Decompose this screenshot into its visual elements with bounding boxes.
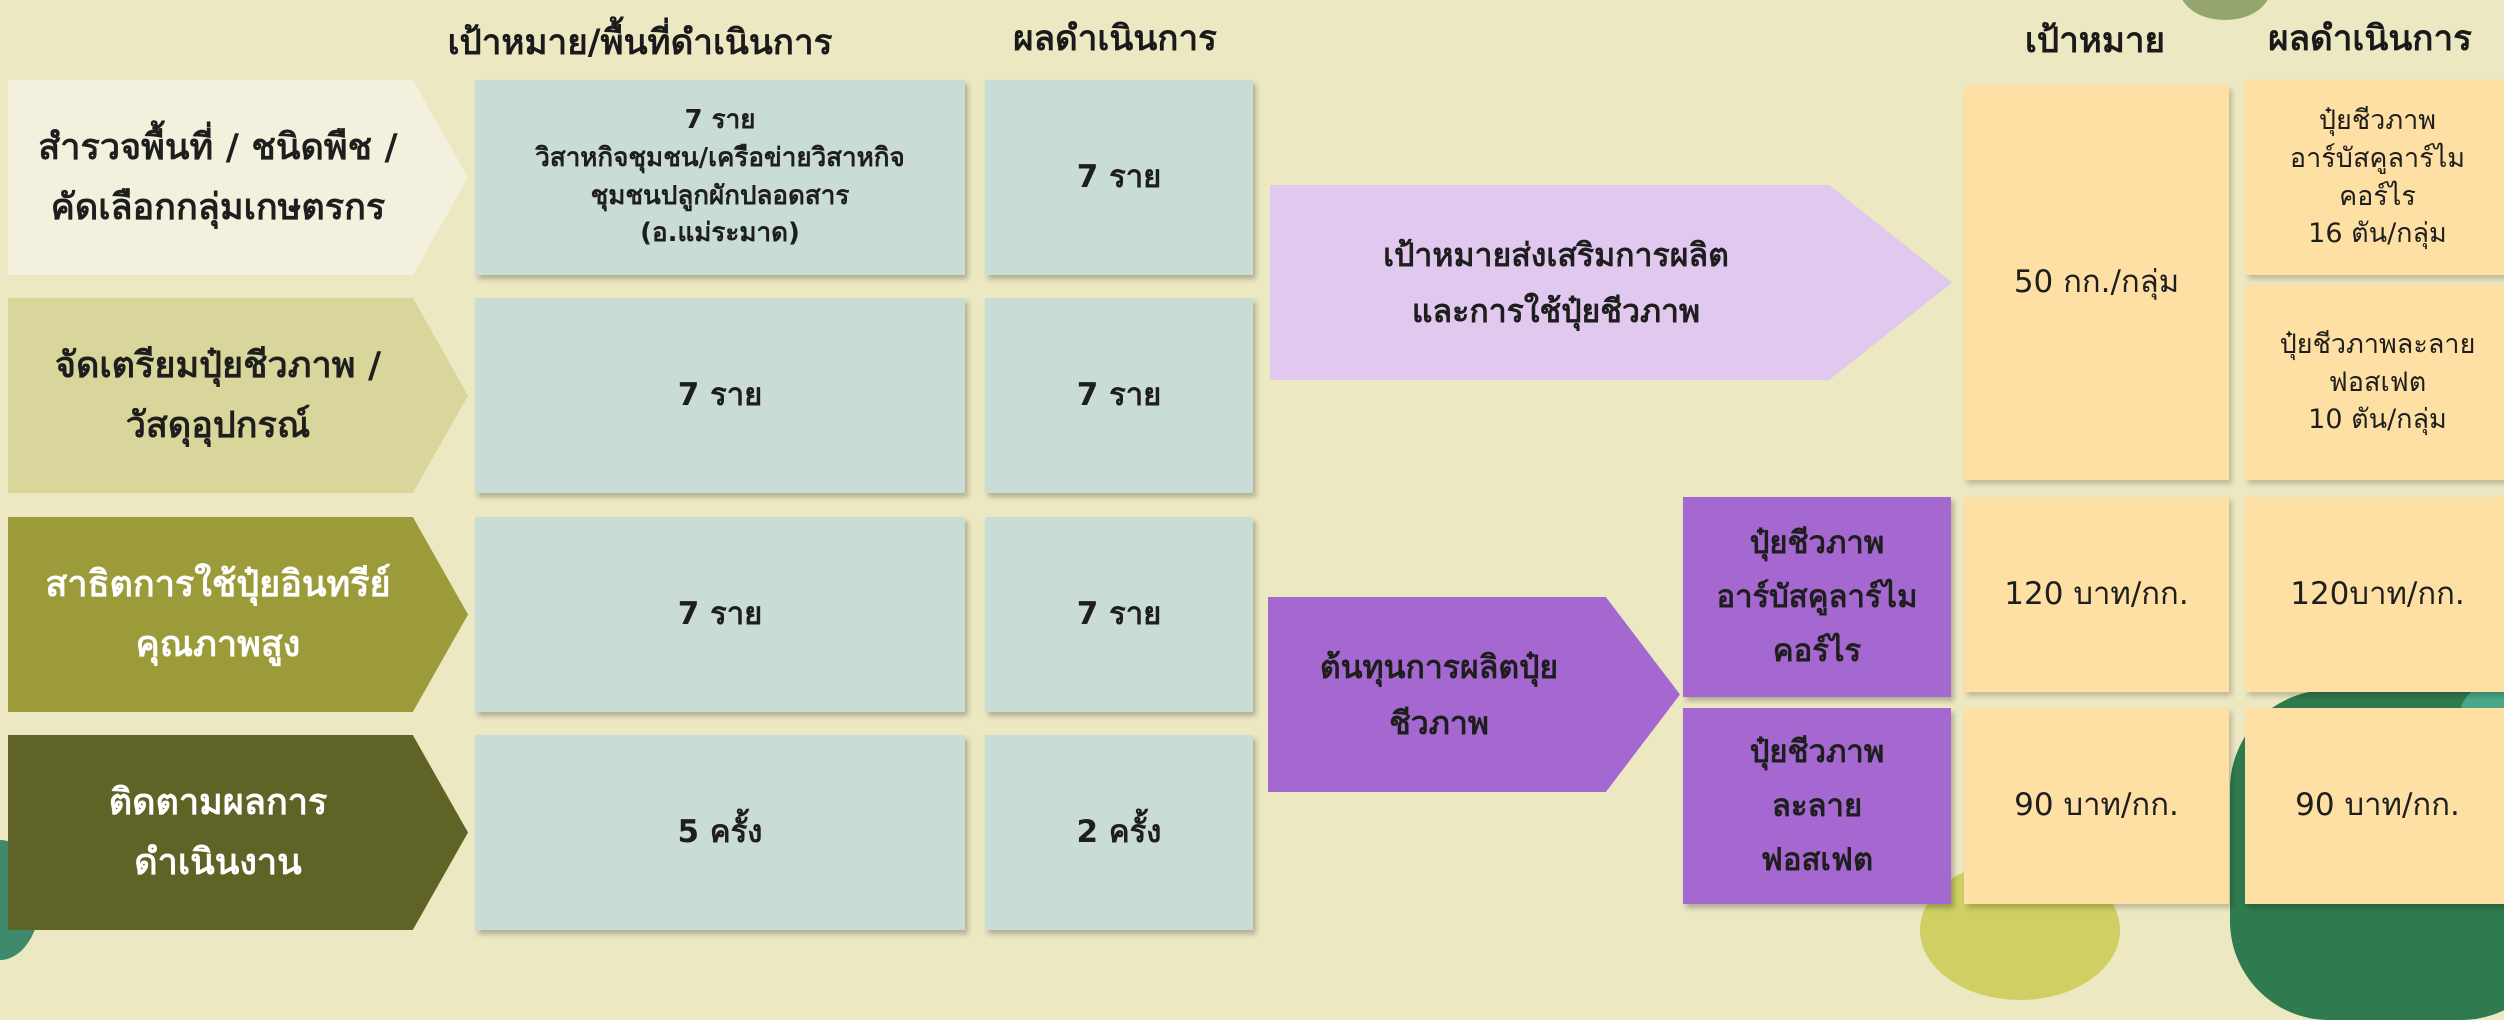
- target-box-prepare: 7 ราย: [475, 298, 965, 493]
- cost-target-phosphate: 90 บาท/กก.: [1964, 708, 2229, 904]
- promotion-target-value: 50 กก./กลุ่ม: [1964, 85, 2229, 480]
- target-line: 5 ครั้ง: [677, 813, 763, 850]
- step-arrow-follow-up: ติดตามผลการ ดำเนินงาน: [8, 735, 468, 930]
- target-line: 7 ราย: [677, 595, 763, 632]
- promotion-result-arbuscular: ปุ๋ยชีวภาพ อาร์บัสคูลาร์ไม คอร์ไร 16 ตัน…: [2245, 80, 2504, 275]
- promotion-result-line: ปุ๋ยชีวภาพ: [2318, 104, 2437, 136]
- cost-item-phosphate: ปุ๋ยชีวภาพ ละลาย ฟอสเฟต: [1683, 708, 1951, 904]
- cost-item-line: คอร์ไร: [1772, 633, 1862, 670]
- promotion-label-line: และการใช้ปุ๋ยชีวภาพ: [1411, 291, 1701, 330]
- cost-target-arbuscular: 120 บาท/กก.: [1964, 497, 2229, 692]
- step-arrow-survey: สำรวจพื้นที่ / ชนิดพืช / คัดเลือกกลุ่มเก…: [8, 80, 468, 275]
- result-box-follow-up: 2 ครั้ง: [985, 735, 1253, 930]
- target-line: 7 ราย: [684, 105, 756, 136]
- cost-item-arbuscular: ปุ๋ยชีวภาพ อาร์บัสคูลาร์ไม คอร์ไร: [1683, 497, 1951, 697]
- promotion-result-line: 10 ตัน/กลุ่ม: [2308, 404, 2447, 436]
- target-box-demo: 7 ราย: [475, 517, 965, 712]
- step-label-line: สำรวจพื้นที่ / ชนิดพืช /: [38, 127, 398, 169]
- step-label-line: จัดเตรียมปุ๋ยชีวภาพ /: [54, 345, 382, 387]
- target-line: วิสาหกิจชุมชน/เครือข่ายวิสาหกิจ: [535, 142, 905, 173]
- target-box-follow-up: 5 ครั้ง: [475, 735, 965, 930]
- cost-result-arbuscular: 120บาท/กก.: [2245, 497, 2504, 692]
- target-line: ชุมชนปลูกผักปลอดสาร: [590, 180, 850, 211]
- decorative-circle-top: [2180, 0, 2270, 20]
- step-arrow-prepare: จัดเตรียมปุ๋ยชีวภาพ / วัสดุอุปกรณ์: [8, 298, 468, 493]
- step-label-line: สาธิตการใช้ปุ๋ยอินทรีย์: [45, 564, 391, 606]
- target-line: (อ.แม่ระมาด): [640, 218, 800, 249]
- target-line: 7 ราย: [677, 376, 763, 413]
- step-label-line: ดำเนินงาน: [134, 841, 302, 883]
- promotion-result-line: อาร์บัสคูลาร์ไม: [2289, 142, 2466, 174]
- result-box-prepare: 7 ราย: [985, 298, 1253, 493]
- step-label-line: วัสดุอุปกรณ์: [125, 404, 311, 446]
- cost-item-line: อาร์บัสคูลาร์ไม: [1716, 578, 1918, 615]
- promotion-result-line: ฟอสเฟต: [2328, 366, 2427, 398]
- promotion-target-arrow: เป้าหมายส่งเสริมการผลิต และการใช้ปุ๋ยชีว…: [1270, 185, 1952, 380]
- cost-result-phosphate: 90 บาท/กก.: [2245, 708, 2504, 904]
- promotion-result-phosphate: ปุ๋ยชีวภาพละลาย ฟอสเฟต 10 ตัน/กลุ่ม: [2245, 285, 2504, 480]
- promotion-result-line: ปุ๋ยชีวภาพละลาย: [2279, 328, 2476, 360]
- header-result-right: ผลดำเนินการ: [2268, 18, 2472, 59]
- header-target-right: เป้าหมาย: [2024, 20, 2166, 61]
- step-label-line: ติดตามผลการ: [108, 782, 328, 824]
- result-box-demo: 7 ราย: [985, 517, 1253, 712]
- promotion-result-line: 16 ตัน/กลุ่ม: [2308, 218, 2447, 250]
- header-result: ผลดำเนินการ: [1013, 18, 1217, 59]
- step-label-line: คัดเลือกกลุ่มเกษตรกร: [50, 186, 386, 228]
- cost-label-line: ต้นทุนการผลิตปุ๋ย: [1319, 647, 1559, 686]
- step-label-line: คุณภาพสูง: [135, 623, 301, 665]
- cost-item-line: ละลาย: [1771, 787, 1863, 824]
- cost-item-line: ปุ๋ยชีวภาพ: [1749, 733, 1885, 770]
- cost-arrow: ต้นทุนการผลิตปุ๋ย ชีวภาพ: [1268, 597, 1680, 792]
- cost-label-line: ชีวภาพ: [1389, 703, 1489, 742]
- header-target-area: เป้าหมาย/พื้นที่ดำเนินการ: [447, 22, 833, 63]
- promotion-result-line: คอร์ไร: [2339, 180, 2416, 212]
- target-box-survey: 7 ราย วิสาหกิจชุมชน/เครือข่ายวิสาหกิจ ชุ…: [475, 80, 965, 275]
- promotion-label-line: เป้าหมายส่งเสริมการผลิต: [1383, 235, 1729, 274]
- cost-item-line: ฟอสเฟต: [1760, 842, 1874, 879]
- cost-item-line: ปุ๋ยชีวภาพ: [1749, 524, 1885, 561]
- result-box-survey: 7 ราย: [985, 80, 1253, 275]
- step-arrow-demo: สาธิตการใช้ปุ๋ยอินทรีย์ คุณภาพสูง: [8, 517, 468, 712]
